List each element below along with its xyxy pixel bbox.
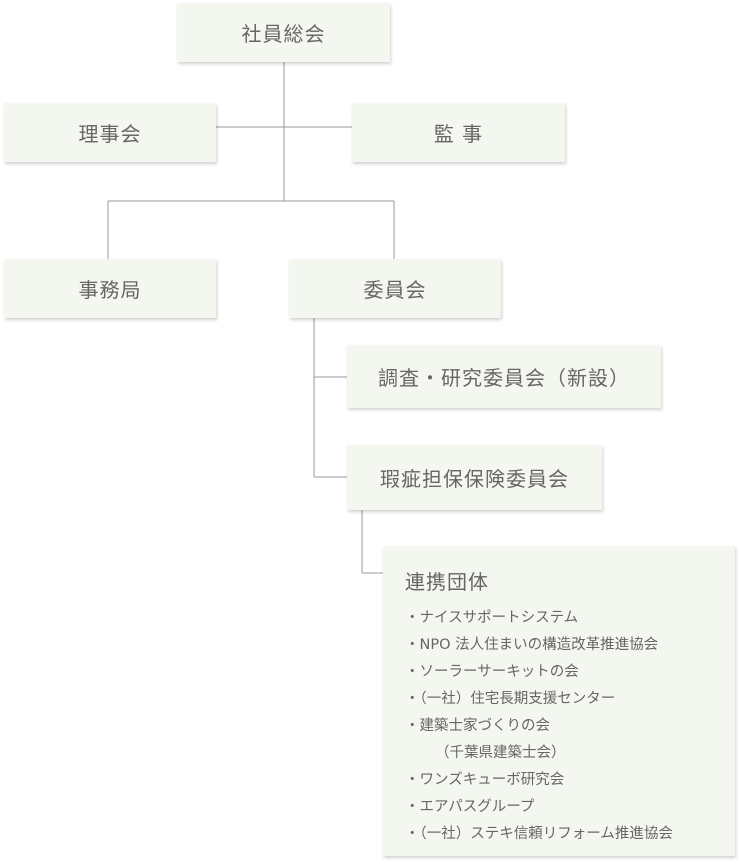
partners-list: ・ナイスサポートシステム ・NPO 法人住まいの構造改革推進協会 ・ソーラーサー… (405, 605, 735, 848)
board-box: 理事会 (4, 103, 216, 162)
partner-item: ・（一社）ステキ信頼リフォーム推進協会 (405, 826, 673, 842)
auditor-label: 監 事 (433, 122, 484, 146)
partner-item: ・ナイスサポートシステム (405, 610, 579, 626)
board-label: 理事会 (78, 122, 142, 146)
secretariat-label: 事務局 (78, 278, 142, 302)
research-committee-box: 調査・研究委員会（新設） (347, 345, 661, 408)
partner-item: ・（一社）住宅長期支援センター (405, 691, 616, 707)
committee-label: 委員会 (363, 278, 427, 302)
secretariat-box: 事務局 (4, 259, 216, 318)
partner-organizations-box: 連携団体 ・ナイスサポートシステム ・NPO 法人住まいの構造改革推進協会 ・ソ… (383, 546, 735, 856)
partner-item: ・ワンズキューボ研究会 (405, 772, 565, 788)
general-meeting-label: 社員総会 (241, 22, 326, 46)
committee-box: 委員会 (289, 259, 501, 318)
warranty-committee-box: 瑕疵担保保険委員会 (347, 445, 602, 510)
partner-item: ・ソーラーサーキットの会 (405, 664, 579, 680)
partner-item: ・エアパスグループ (405, 799, 535, 815)
warranty-committee-label: 瑕疵担保保険委員会 (380, 467, 569, 491)
partner-item: ・NPO 法人住まいの構造改革推進協会 (405, 637, 659, 653)
partner-item-subline: （千葉県建築士会） (435, 745, 566, 761)
partner-item: ・建築士家づくりの会 (405, 718, 550, 734)
research-committee-label: 調査・研究委員会（新設） (378, 366, 630, 390)
auditor-box: 監 事 (352, 103, 565, 162)
partners-title: 連携団体 (405, 570, 489, 594)
general-meeting-box: 社員総会 (177, 3, 390, 62)
